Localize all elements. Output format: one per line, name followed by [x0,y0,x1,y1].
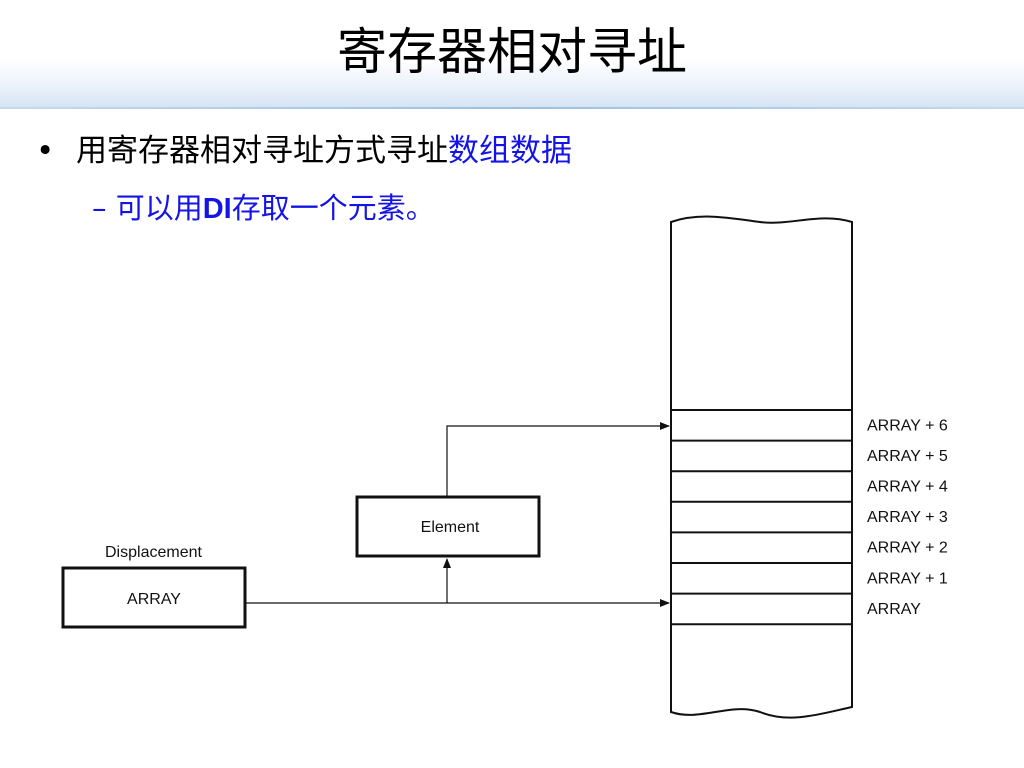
bullet-marker: • [36,133,55,169]
bullet-2-text-after: 存取一个元素。 [231,191,435,225]
displacement-box [61,566,247,629]
bullet-2-text-before: 可以用 [115,191,203,225]
memory-cell-label: ARRAY [867,601,921,618]
title-divider [0,107,1024,109]
displacement-label: Displacement [105,544,202,561]
bullet-item-2: – 可以用DI存取一个元素。 [92,188,435,229]
memory-cell-label: ARRAY + 2 [867,540,948,557]
memory-cell-labels: ARRAY + 6 ARRAY + 5 ARRAY + 4 ARRAY + 3 ARRA… [867,417,948,618]
memory-cell-label: ARRAY + 6 [867,417,948,434]
displacement-box-label: ARRAY [127,591,181,608]
memory-cell-label: ARRAY + 1 [867,570,948,587]
memory-cell-label: ARRAY + 3 [867,509,948,526]
sub-bullet-marker: – [92,191,107,225]
arrow-to-array-plus-6 [446,422,670,497]
element-box [355,495,541,558]
element-box-label: Element [421,519,480,536]
title-band [0,0,1024,108]
bullet-1-highlight: 数组数据 [448,133,572,169]
memory-column [670,215,853,719]
memory-column-outline [670,215,853,719]
bullet-item-1: • 用寄存器相对寻址方式寻址数组数据 [36,131,572,171]
bullet-2-bold: DI [202,193,232,225]
page-title: 寄存器相对寻址 [337,23,687,81]
bullet-1-text: 用寄存器相对寻址方式寻址 [76,133,448,169]
memory-cell-dividers [671,409,852,626]
memory-cell-label: ARRAY + 5 [867,448,948,465]
memory-cell-label: ARRAY + 4 [867,479,948,496]
